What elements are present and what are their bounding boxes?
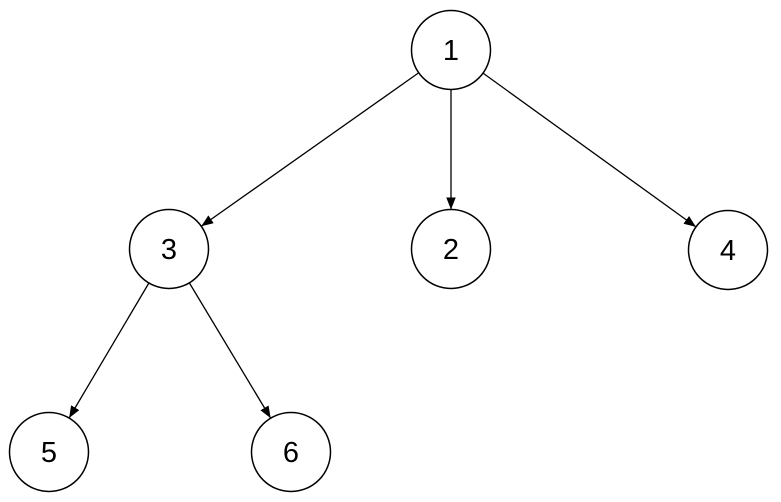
edge-3-to-5 [68, 282, 150, 419]
tree-node-4[interactable]: 4 [687, 209, 769, 291]
node-circle-3[interactable] [128, 208, 210, 290]
nodes-layer: 1 3 2 4 5 6 [8, 9, 769, 493]
node-label-1: 1 [443, 35, 459, 67]
edge-1-to-3 [200, 72, 420, 227]
node-circle-4[interactable] [687, 209, 769, 291]
edge-1-to-4 [482, 72, 697, 228]
tree-node-3[interactable]: 3 [128, 208, 210, 290]
node-label-5: 5 [41, 437, 57, 469]
node-circle-2[interactable] [410, 208, 492, 290]
node-circle-6[interactable] [250, 411, 332, 493]
tree-node-2[interactable]: 2 [410, 208, 492, 290]
edge-3-to-6 [188, 282, 272, 419]
tree-node-5[interactable]: 5 [8, 411, 90, 493]
node-label-6: 6 [283, 437, 299, 469]
node-circle-1[interactable] [410, 9, 492, 91]
node-circle-5[interactable] [8, 411, 90, 493]
node-label-3: 3 [161, 234, 177, 266]
tree-node-6[interactable]: 6 [250, 411, 332, 493]
node-label-4: 4 [720, 235, 736, 267]
edges-layer [68, 72, 697, 419]
node-label-2: 2 [443, 234, 459, 266]
tree-node-1[interactable]: 1 [410, 9, 492, 91]
